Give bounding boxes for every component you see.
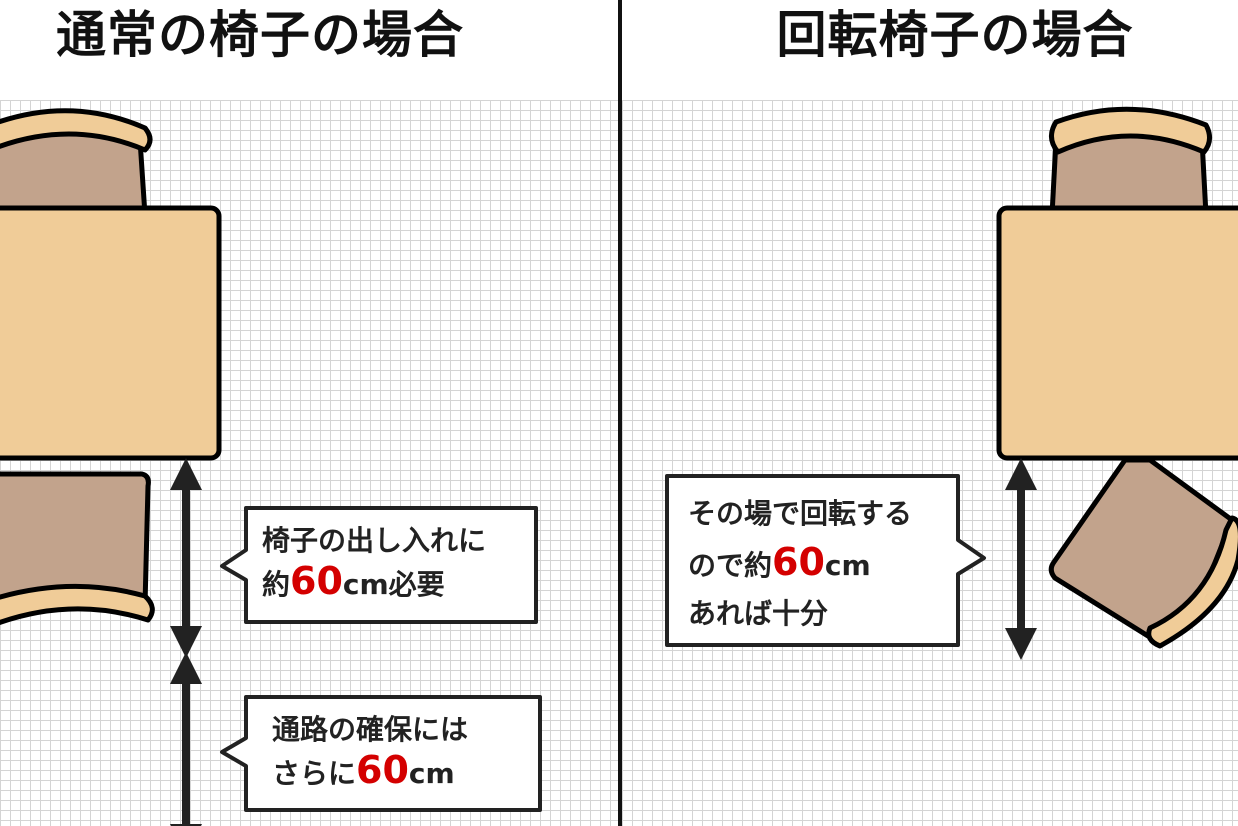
chair-left-bottom xyxy=(0,471,155,626)
callout-right-text: その場で回転する ので約60cm あれば十分 xyxy=(688,490,912,638)
callout2-pre: さらに xyxy=(272,757,357,790)
callout2-line2: さらに60cm xyxy=(272,750,468,794)
callout2-text: 通路の確保には さらに60cm xyxy=(272,710,468,794)
table-left xyxy=(0,205,222,461)
callout-right-post: cm xyxy=(824,549,871,582)
chair-left-top xyxy=(0,108,153,218)
callout-right-pre: ので約 xyxy=(688,549,773,582)
chair-right-top xyxy=(1049,106,1212,218)
divider xyxy=(618,0,622,826)
callout-right-number: 60 xyxy=(772,540,825,584)
callout2-post: cm xyxy=(408,757,455,790)
callout1-pre: 約 xyxy=(262,568,291,601)
chair-right-rotated xyxy=(1048,457,1238,649)
callout-right-line2: ので約60cm xyxy=(688,538,912,590)
callout1-number: 60 xyxy=(290,559,343,603)
callout2-bubble xyxy=(220,695,542,812)
callout-right-line1: その場で回転する xyxy=(688,497,913,530)
callout1-bubble xyxy=(220,506,538,624)
callout1-post: cm必要 xyxy=(342,568,445,601)
left-title: 通常の椅子の場合 xyxy=(56,6,464,64)
callout-right-line3: あれば十分 xyxy=(688,597,829,630)
callout2-line1: 通路の確保には xyxy=(272,713,469,746)
callout1-line2: 約60cm必要 xyxy=(262,561,486,605)
right-title: 回転椅子の場合 xyxy=(776,6,1134,64)
callout-right-bubble xyxy=(665,474,986,647)
callout1-text: 椅子の出し入れに 約60cm必要 xyxy=(262,521,486,605)
callout1-line1: 椅子の出し入れに xyxy=(262,524,487,557)
table-right xyxy=(996,205,1238,461)
callout2-number: 60 xyxy=(356,748,409,792)
